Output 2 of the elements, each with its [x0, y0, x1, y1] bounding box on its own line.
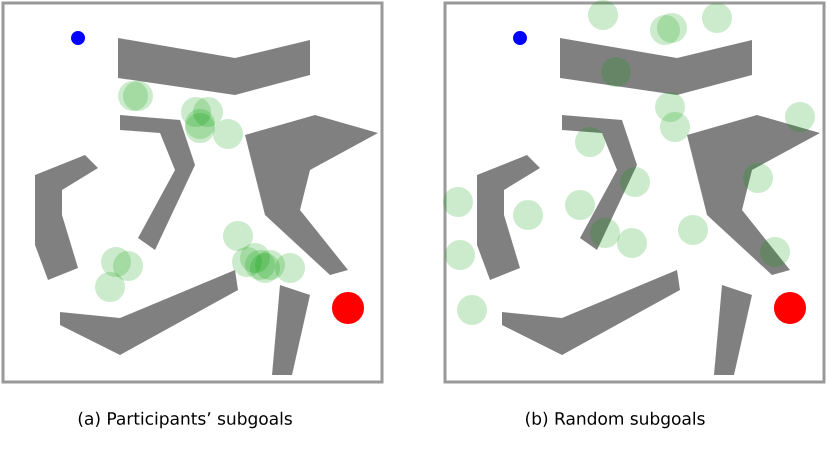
caption: (a) Participants’ subgoals: [78, 412, 292, 428]
caption: (b) Random subgoals: [526, 412, 705, 428]
